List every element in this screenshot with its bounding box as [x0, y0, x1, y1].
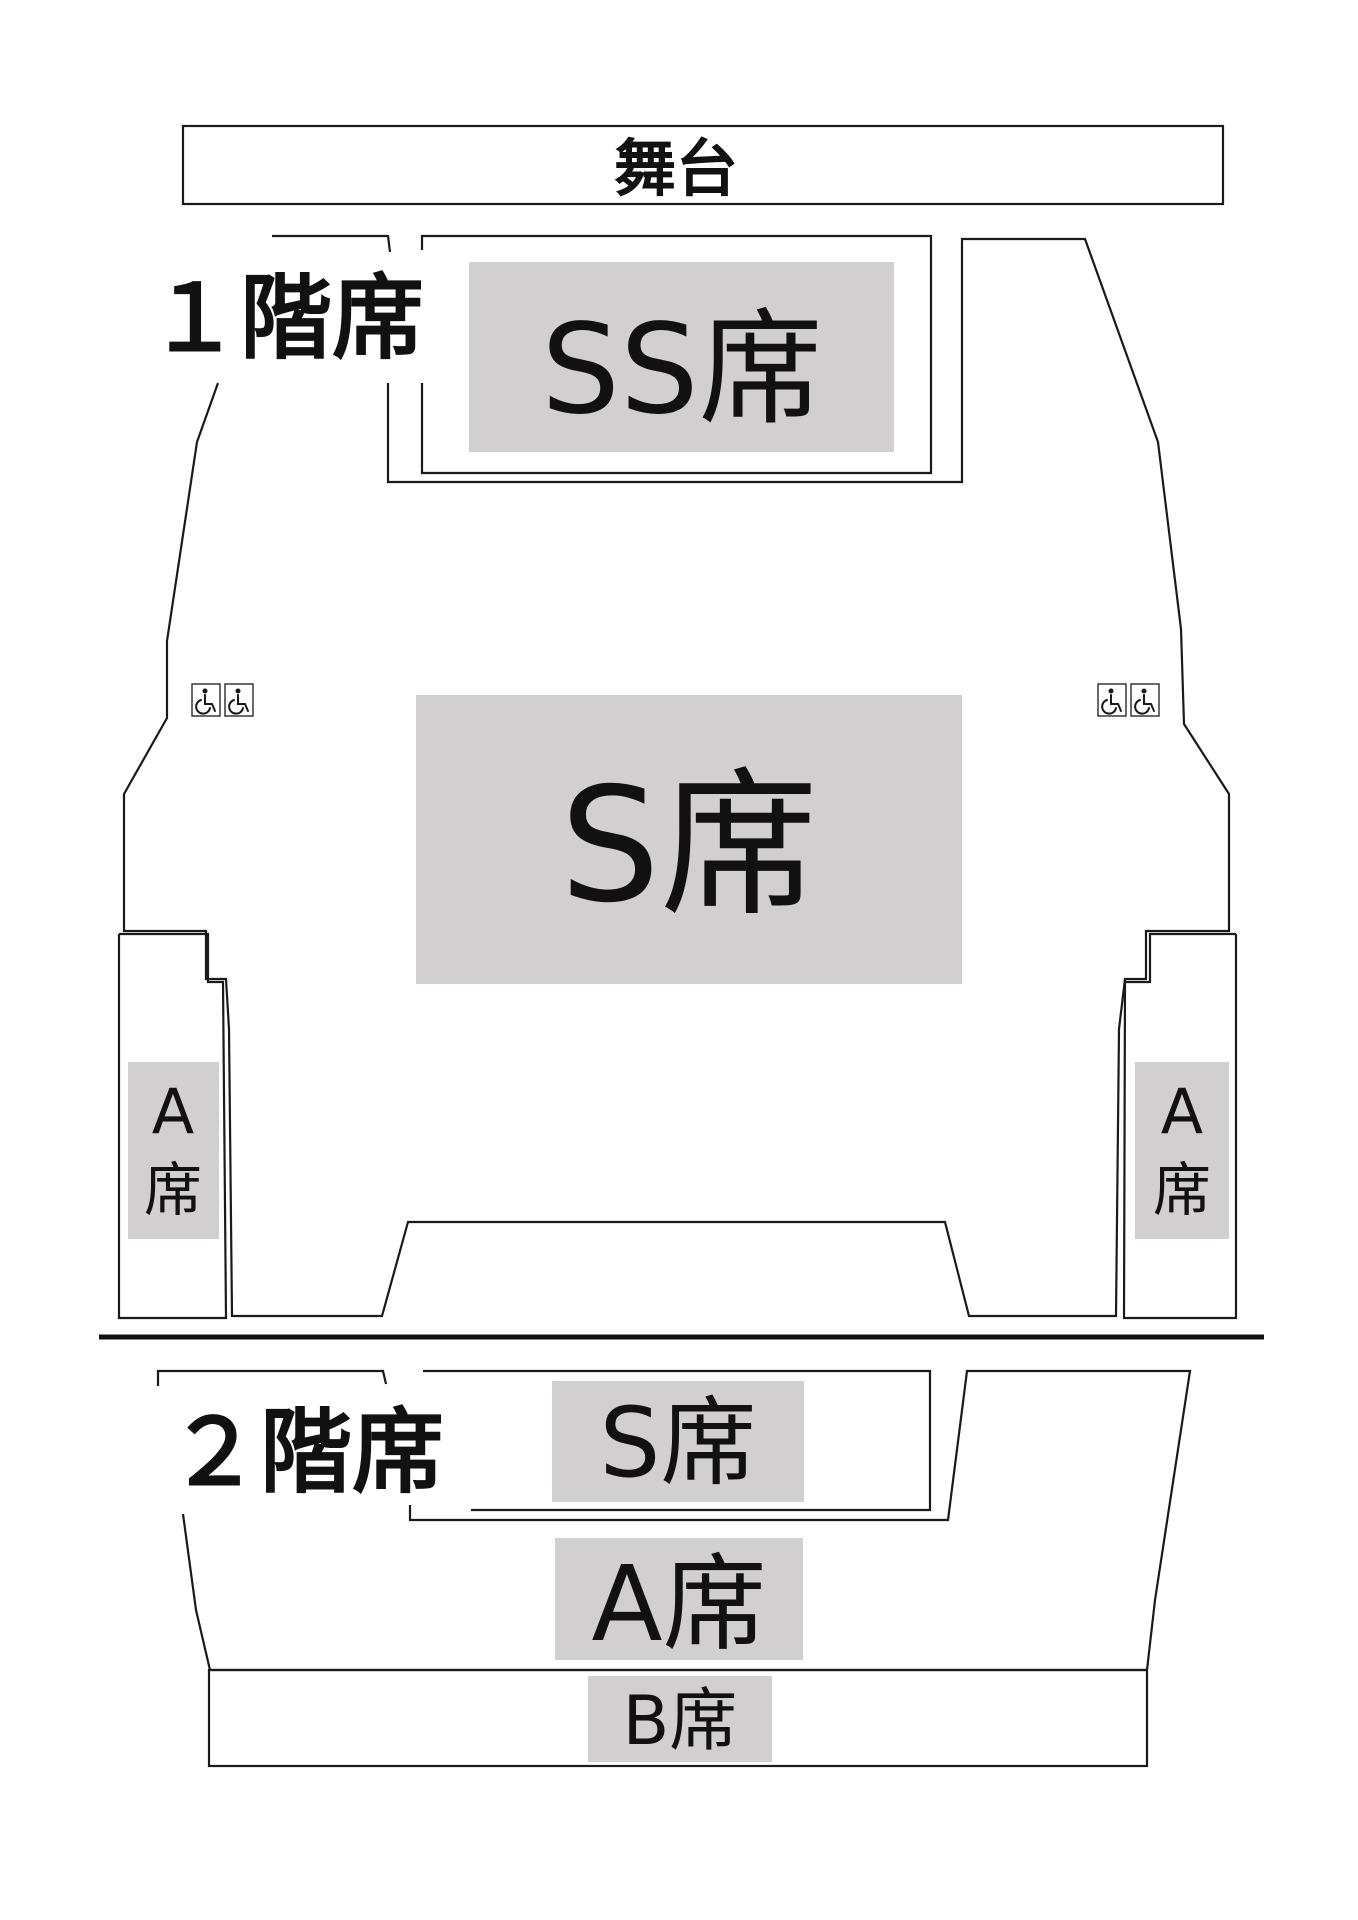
floor1-s-block	[416, 695, 962, 984]
floor1-s-label: S席	[560, 754, 818, 938]
floor2-top-left-wall	[156, 1369, 388, 1386]
floor2: ２階席 S席 A席 B席	[156, 1369, 1192, 1768]
floor2-outer-wall	[181, 1369, 1192, 1672]
floor1-a-left-block	[128, 1062, 219, 1239]
floor1-a-right-letter: A	[1161, 1075, 1203, 1148]
wheelchair-icon	[1134, 688, 1155, 715]
floor1-a-right-seat: 席	[1153, 1156, 1211, 1224]
floor1-ss-label: SS席	[541, 298, 822, 442]
stage: 舞台	[181, 124, 1225, 206]
floor1-label: １階席	[148, 265, 424, 372]
floor1-a-left-outline	[117, 932, 228, 1320]
stage-label: 舞台	[614, 132, 738, 205]
floor1-left-wall-top	[272, 234, 392, 253]
floor2-s-block	[552, 1381, 804, 1502]
floor2-b-block	[588, 1676, 772, 1762]
wheelchair-icon	[195, 688, 216, 715]
floor2-b-row	[207, 1668, 1149, 1768]
floor2-label: ２階席	[168, 1399, 444, 1506]
floor1-a-right-block	[1135, 1062, 1229, 1239]
floor1: SS席 １階席 S席 A 席 A 席	[117, 234, 1238, 1320]
wheelchair-space-right-1	[1097, 683, 1127, 717]
floor2-a-label: A席	[591, 1543, 766, 1665]
stage-outline	[181, 124, 1225, 206]
floor1-left-wall	[122, 237, 1231, 1318]
floor2-s-frame	[423, 1369, 932, 1512]
floor2-b-label: B席	[623, 1682, 738, 1761]
wheelchair-space-left-2	[224, 683, 254, 717]
floor1-a-left-letter: A	[152, 1075, 194, 1148]
wheelchair-space-left-1	[191, 683, 221, 717]
floor2-a-block	[555, 1538, 803, 1660]
floor1-a-left-seat: 席	[144, 1156, 202, 1224]
floor1-a-right-outline	[1122, 932, 1238, 1320]
wheelchair-space-right-2	[1130, 683, 1160, 717]
wheelchair-icon	[1101, 688, 1122, 715]
floor1-ss-block	[469, 262, 894, 452]
wheelchair-icon	[228, 688, 249, 715]
floor1-ss-frame	[420, 234, 933, 475]
floor2-s-label: S席	[600, 1387, 757, 1499]
